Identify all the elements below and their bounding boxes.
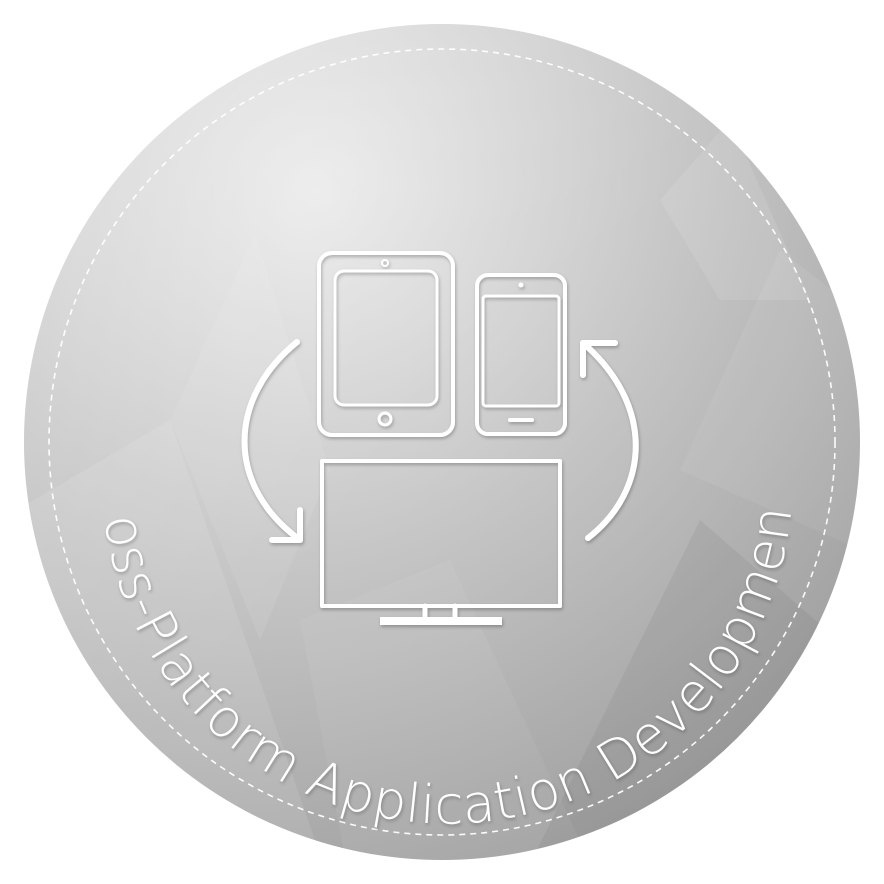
tablet-icon bbox=[317, 251, 455, 437]
sync-arrow-left-icon bbox=[241, 339, 303, 543]
multi-device-sync-icon bbox=[241, 251, 639, 625]
smartphone-icon bbox=[475, 273, 567, 436]
sync-arrow-right-icon bbox=[580, 340, 639, 541]
monitor-icon bbox=[320, 459, 562, 625]
dashed-ring bbox=[48, 48, 836, 836]
background-facets bbox=[24, 24, 860, 860]
